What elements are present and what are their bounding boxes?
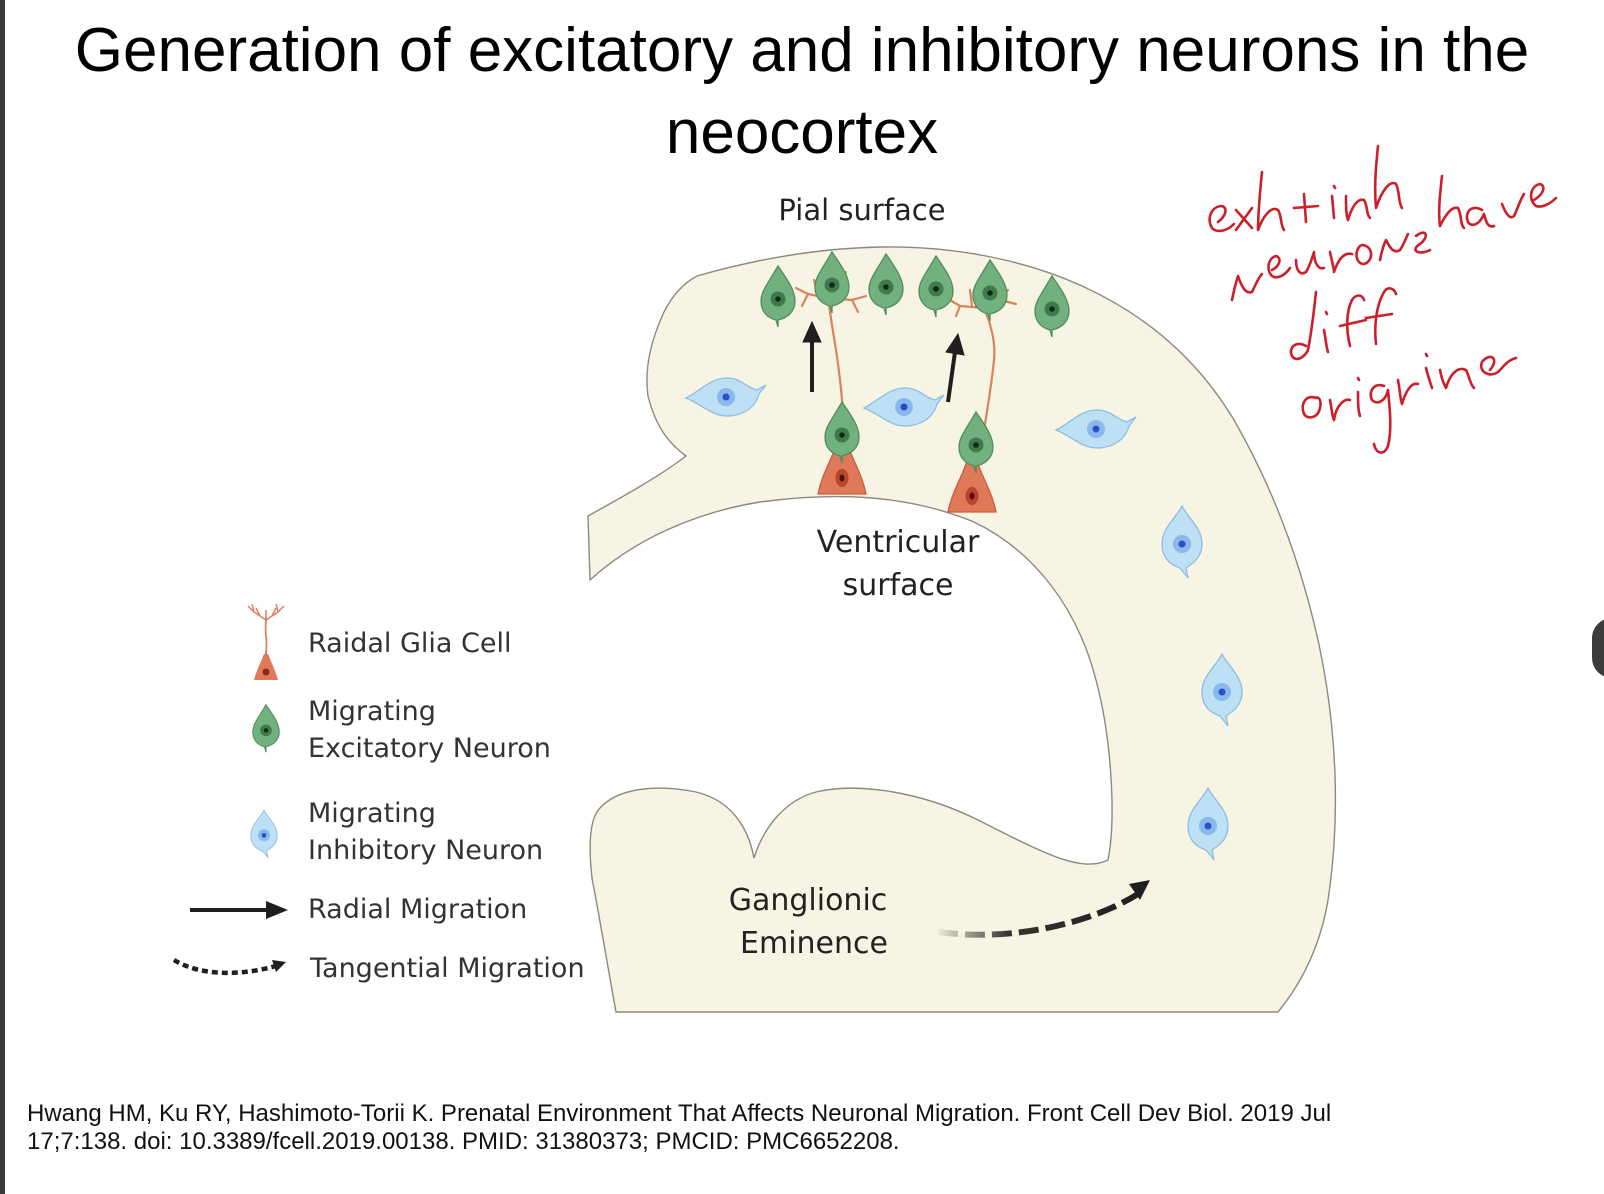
- legend: Raidal Glia Cell Migrating Excitatory Ne…: [172, 603, 585, 984]
- citation-line-1: Hwang HM, Ku RY, Hashimoto-Torii K. Pren…: [27, 1100, 1332, 1127]
- tangential-migration-arrow: [937, 880, 1150, 938]
- ganglionic-eminence-label-line2: Eminence: [740, 926, 888, 961]
- legend-excitatory-icon: [252, 704, 280, 753]
- legend-radial-migration-arrow: [190, 901, 288, 919]
- legend-radial-migration-label: Radial Migration: [308, 894, 527, 925]
- legend-tangential-migration-label: Tangential Migration: [309, 953, 585, 984]
- legend-excitatory-label-line2: Excitatory Neuron: [308, 733, 551, 764]
- ventricular-surface-label-line2: surface: [843, 568, 954, 603]
- scroll-handle[interactable]: [1592, 618, 1604, 678]
- legend-inhibitory-icon: [250, 809, 278, 859]
- legend-excitatory-label-line1: Migrating: [308, 696, 436, 727]
- title-line-2: neocortex: [665, 98, 939, 167]
- legend-tangential-migration-arrow: [172, 958, 286, 976]
- title-line-1: Generation of excitatory and inhibitory …: [74, 16, 1530, 85]
- citation-line-2: 17;7:138. doi: 10.3389/fcell.2019.00138.…: [27, 1128, 900, 1155]
- ganglionic-eminence-label-line1: Ganglionic: [729, 883, 888, 918]
- legend-inhibitory-label-line2: Inhibitory Neuron: [308, 835, 543, 866]
- legend-radial-glia-icon: [247, 603, 285, 680]
- citation: Hwang HM, Ku RY, Hashimoto-Torii K. Pren…: [27, 1100, 1547, 1156]
- pial-surface-label: Pial surface: [778, 193, 945, 227]
- slide-title: Generation of excitatory and inhibitory …: [0, 10, 1604, 174]
- ventricular-surface-label-line1: Ventricular: [817, 525, 980, 560]
- cortex-tissue: [587, 246, 1337, 1013]
- handwritten-annotation: [1208, 144, 1558, 454]
- legend-inhibitory-label-line1: Migrating: [308, 798, 436, 829]
- legend-radial-glia-label: Raidal Glia Cell: [308, 628, 512, 659]
- window-left-edge: [0, 0, 5, 1194]
- radial-migration-arrows: [802, 320, 965, 403]
